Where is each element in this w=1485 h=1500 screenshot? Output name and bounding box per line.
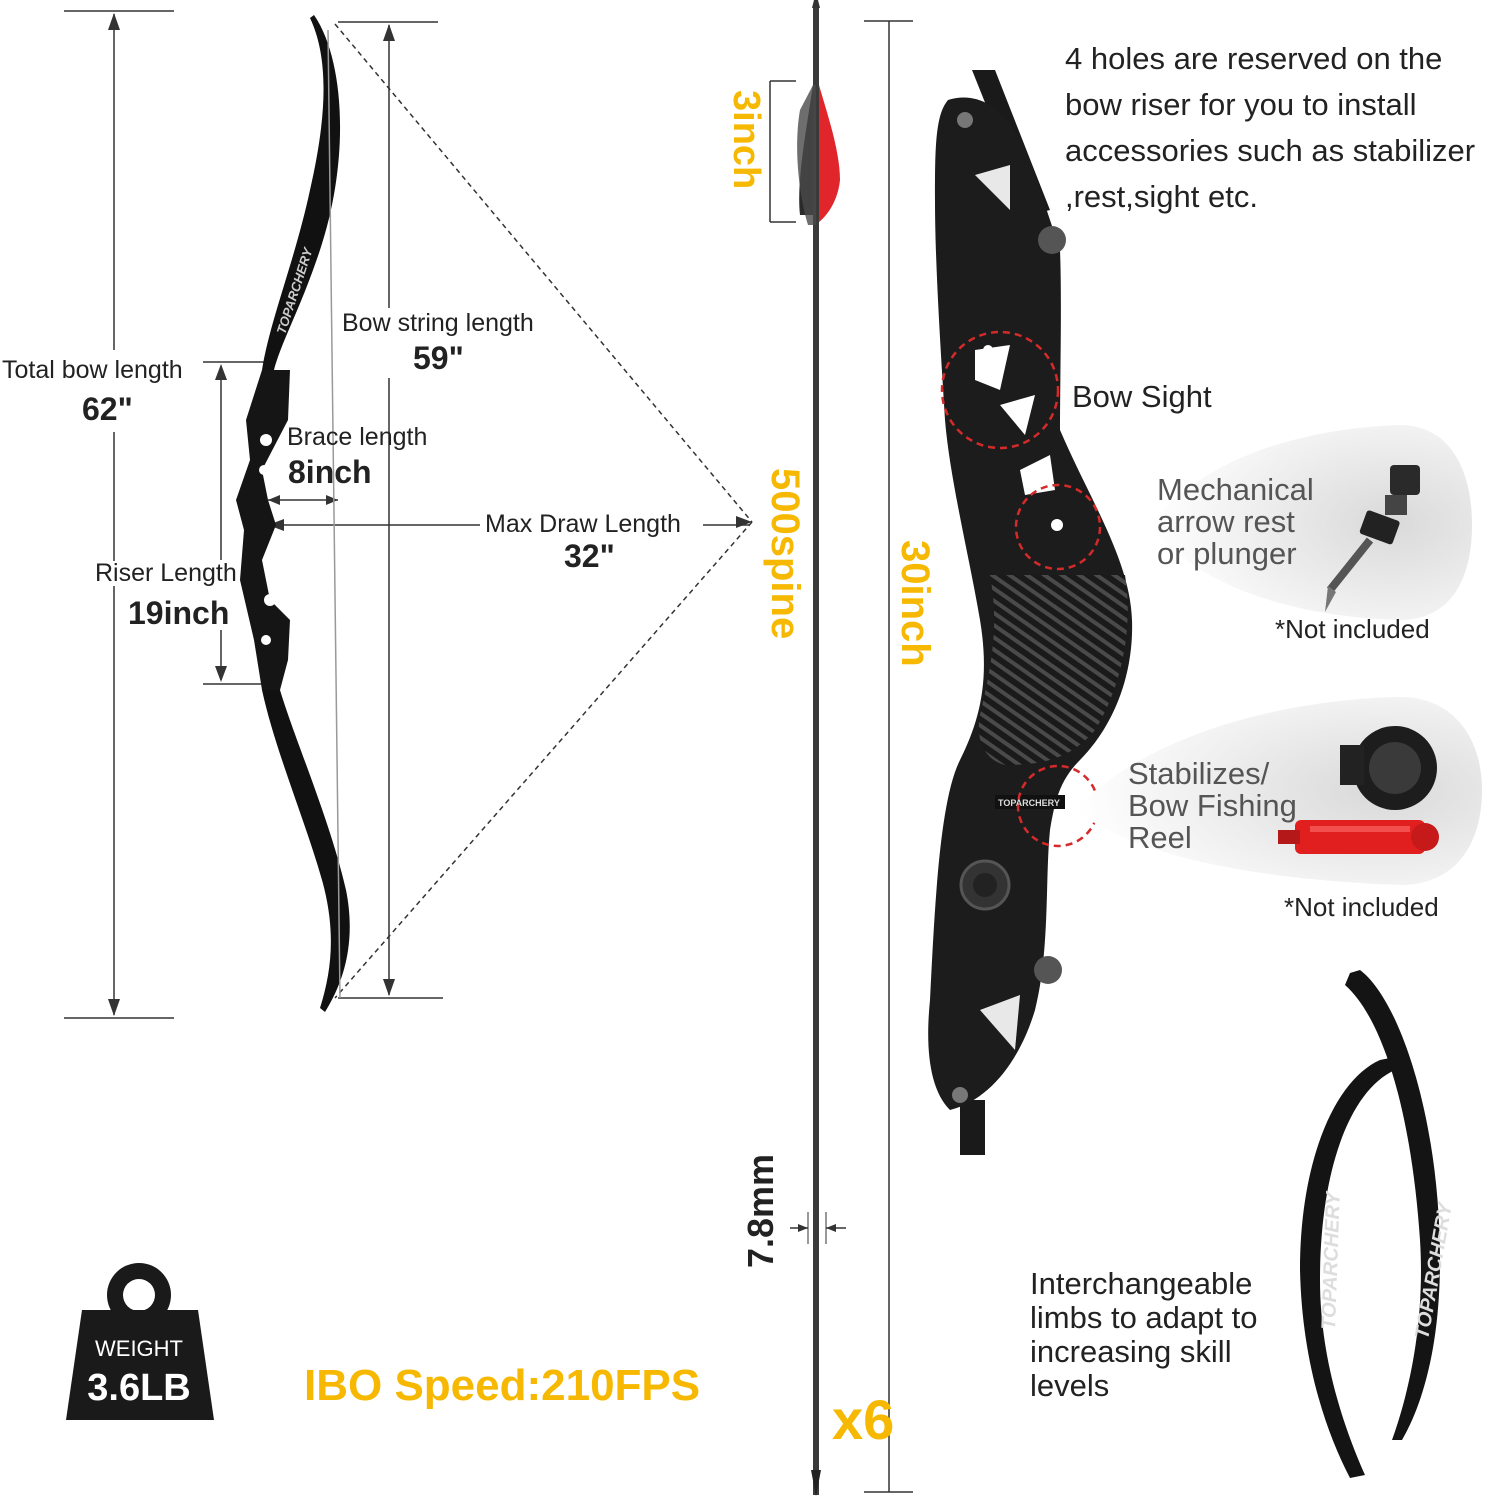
arrow-diameter-label: 7.8mm — [740, 1153, 781, 1268]
rest-label-line: arrow rest — [1157, 504, 1295, 539]
arrow-quantity-label: x6 — [832, 1388, 895, 1451]
rest-label: Mechanical arrow rest or plunger — [1157, 474, 1314, 570]
recurve-bow-illustration: TOPARCHERY — [236, 15, 350, 1012]
ibo-speed-label: IBO Speed:210FPS — [304, 1361, 701, 1410]
svg-text:TOPARCHERY: TOPARCHERY — [998, 798, 1060, 808]
weight-value: 3.6LB — [87, 1367, 191, 1409]
stabilizer-label: Stabilizes/ Bow Fishing Reel — [1128, 758, 1297, 854]
riser-length-value: 19inch — [128, 595, 230, 631]
stabilizer-label-line: Reel — [1128, 820, 1192, 855]
brace-length-value: 8inch — [288, 454, 372, 490]
max-draw-length-label: Max Draw Length — [485, 510, 681, 538]
fletch-length-label: 3inch — [725, 90, 767, 190]
rest-not-included-note: *Not included — [1275, 614, 1430, 644]
bow-sight-label: Bow Sight — [1072, 379, 1212, 414]
stabilizer-label-line: Stabilizes/ — [1128, 756, 1270, 791]
bow-dimension-arrowheads — [108, 13, 752, 1016]
bow-dimension-lines — [64, 10, 753, 1019]
stabilizer-not-included-note: *Not included — [1284, 892, 1439, 922]
total-bow-length-value: 62" — [82, 391, 133, 427]
max-draw-length-value: 32" — [564, 538, 615, 574]
weight-label: WEIGHT — [95, 1336, 183, 1361]
bow-limbs-illustration: TOPARCHERY TOPARCHERY — [1300, 970, 1457, 1478]
arrow-length-label: 30inch — [893, 540, 937, 667]
riser-length-label: Riser Length — [95, 559, 237, 587]
total-bow-length-label: Total bow length — [2, 356, 183, 384]
bow-riser-illustration: TOPARCHERY — [928, 70, 1133, 1155]
plunger-illustration — [1325, 465, 1420, 612]
riser-holes-description: 4 holes are reserved on the bow riser fo… — [1065, 41, 1476, 214]
rest-label-line: or plunger — [1157, 536, 1297, 571]
weight-icon — [66, 1263, 214, 1420]
bow-string-length-value: 59" — [413, 340, 464, 376]
svg-text:TOPARCHERY: TOPARCHERY — [1411, 1200, 1457, 1341]
svg-text:TOPARCHERY: TOPARCHERY — [1318, 1190, 1345, 1330]
bow-string-length-label: Bow string length — [342, 309, 534, 337]
brace-length-label: Brace length — [287, 423, 428, 451]
arrow-length-dimension — [864, 20, 913, 1493]
stabilizer-illustration — [1278, 726, 1439, 854]
rest-label-line: Mechanical — [1157, 472, 1314, 507]
interchangeable-limbs-description: Interchangeable limbs to adapt to increa… — [1030, 1266, 1258, 1403]
stabilizer-label-line: Bow Fishing — [1128, 788, 1297, 823]
arrow-illustration — [769, 0, 846, 1496]
arrow-spine-label: 500spine — [763, 468, 807, 640]
